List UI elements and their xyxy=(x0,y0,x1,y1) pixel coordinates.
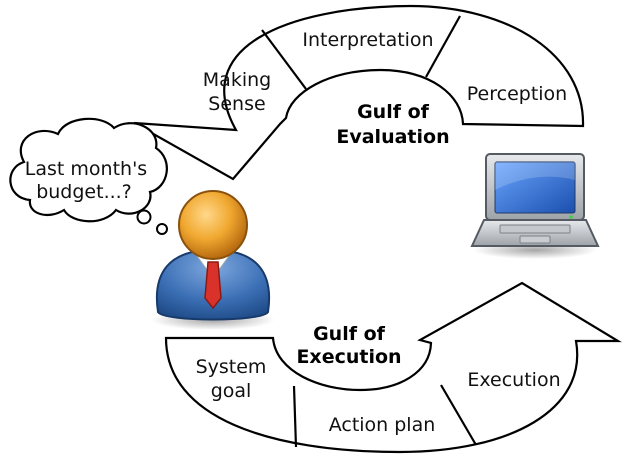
thought-text-line1: Last month's xyxy=(25,158,147,180)
execution-label: Execution xyxy=(467,369,560,391)
evaluation-arrow xyxy=(133,4,585,181)
interpretation-label: Interpretation xyxy=(302,29,433,51)
thought-text-line2: budget...? xyxy=(36,181,132,203)
divider-line xyxy=(425,15,461,78)
making-sense-label-line1: Making xyxy=(203,69,271,91)
thought-bubble-icon xyxy=(9,117,168,235)
gulf-of-evaluation-title-line1: Gulf of xyxy=(357,101,430,123)
user-icon xyxy=(151,190,275,330)
divider-line xyxy=(292,385,298,448)
making-sense-label-line2: Sense xyxy=(208,93,265,115)
gulf-of-evaluation-title-line2: Evaluation xyxy=(336,126,449,148)
gulf-of-execution-title-line1: Gulf of xyxy=(313,323,386,345)
system-goal-label-line1: System xyxy=(196,356,267,378)
action-plan-label: Action plan xyxy=(329,414,436,436)
system-goal-label-line2: goal xyxy=(211,380,252,402)
gulf-of-execution-title-line2: Execution xyxy=(296,346,401,368)
laptop-icon xyxy=(470,153,600,259)
perception-label: Perception xyxy=(467,83,567,105)
divider-line xyxy=(440,384,477,446)
divider-line xyxy=(261,29,307,90)
execution-arrow xyxy=(164,281,622,454)
